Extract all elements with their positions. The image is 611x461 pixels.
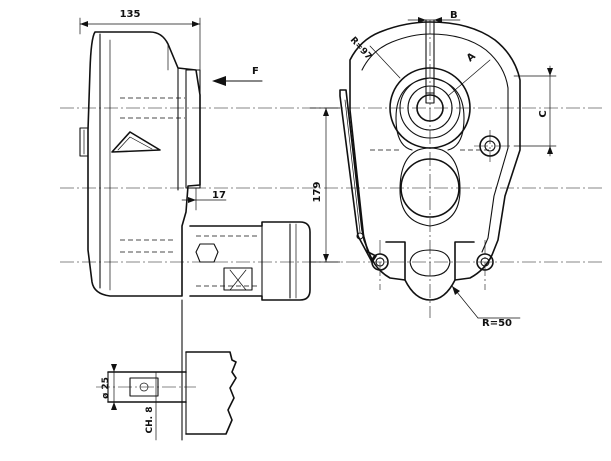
label-b-text: B xyxy=(450,10,458,21)
force-arrow: F xyxy=(212,66,263,86)
dimension-b: B xyxy=(407,10,461,23)
shaft-detail xyxy=(96,299,237,441)
label-a-text: A xyxy=(465,51,478,65)
center-lines xyxy=(60,20,605,318)
dimension-17: 17 xyxy=(181,187,227,211)
dimension-179-label: 179 xyxy=(312,182,323,203)
radius-50: R=50 xyxy=(451,285,521,329)
dimension-135-label: 135 xyxy=(120,9,141,20)
dimension-135: 135 xyxy=(79,9,201,71)
dimension-dia-25-label: ø 25 xyxy=(101,377,111,399)
dimension-ch-8-label: CH. 8 xyxy=(145,407,155,434)
side-view xyxy=(79,31,201,297)
force-label: F xyxy=(252,66,259,77)
radius-50-label: R=50 xyxy=(482,318,512,329)
front-view xyxy=(339,19,521,301)
dimension-c: C xyxy=(513,65,557,157)
dimension-179: 179 xyxy=(309,107,341,263)
pump-body xyxy=(189,221,311,301)
dimension-17-label: 17 xyxy=(212,190,226,201)
label-c-text: C xyxy=(538,110,549,117)
